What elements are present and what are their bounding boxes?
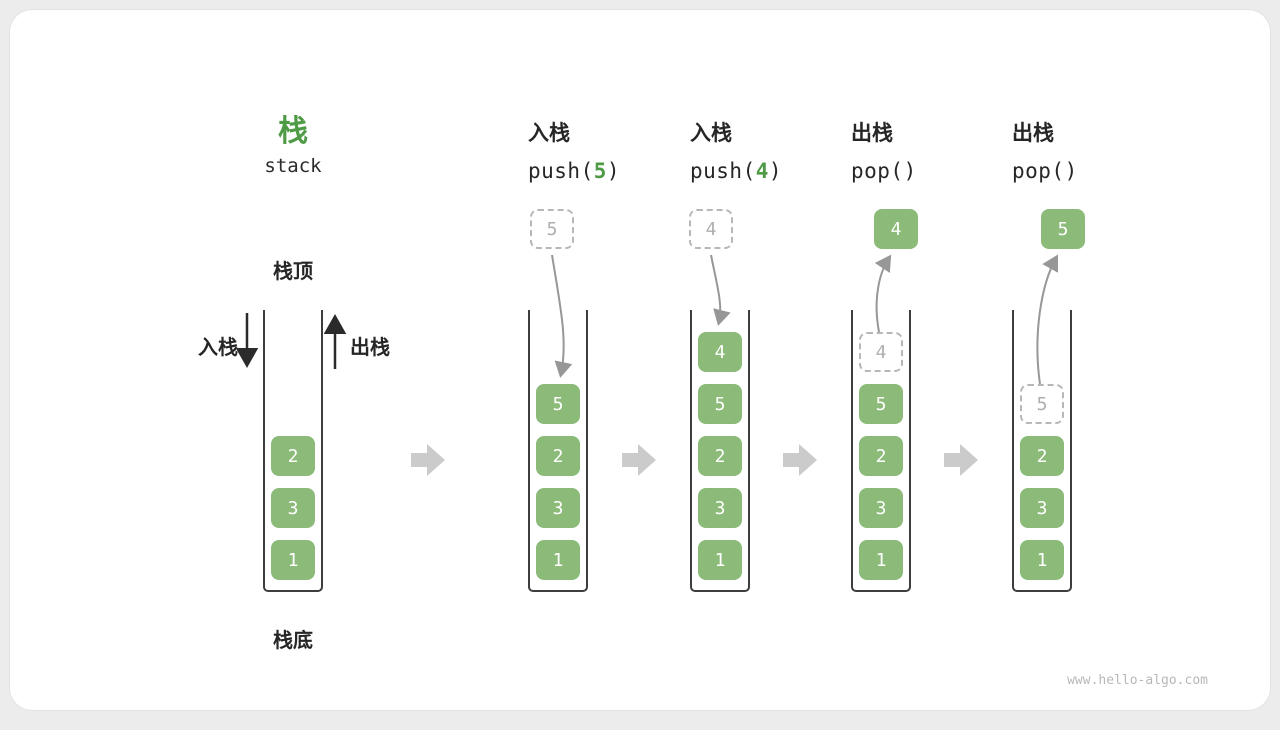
op-label: 入栈 [528,122,570,145]
stack-item: 3 [271,488,315,528]
code-prefix: push( [690,159,756,183]
column-header-push-4: 入栈 push(4) [690,117,860,183]
code-arg: 4 [755,159,769,183]
code-suffix: ) [606,159,621,183]
stack-item: 3 [859,488,903,528]
stack-top-label: 栈顶 [273,261,313,283]
column-header-pop-4: 出栈 pop() [851,117,1021,183]
stack-item-removed: 5 [1020,384,1064,424]
stack-item: 3 [536,488,580,528]
op-label: 出栈 [851,122,893,145]
floating-value-box-popped-4: 4 [874,209,918,249]
stack-container-initial: 2 3 1 [263,310,323,592]
stack-item: 2 [271,436,315,476]
stack-item-removed: 4 [859,332,903,372]
column-header-pop-5: 出栈 pop() [1012,117,1182,183]
step-arrow-icon [411,444,445,476]
op-label: 出栈 [1012,122,1054,145]
stack-item: 1 [859,540,903,580]
stack-item: 2 [536,436,580,476]
stack-container-pop-5: 5 2 3 1 [1012,310,1072,592]
stack-item: 5 [536,384,580,424]
column-header-push-5: 入栈 push(5) [528,117,698,183]
step-arrow-icon [944,444,978,476]
stack-container-push-5: 5 2 3 1 [528,310,588,592]
stack-item: 1 [271,540,315,580]
stack-bottom-label: 栈底 [273,630,313,652]
op-label: 入栈 [690,122,732,145]
op-code: push(5) [528,159,698,183]
floating-value-box-ghost-4: 4 [689,209,733,249]
stack-item: 4 [698,332,742,372]
stack-container-pop-4: 4 5 2 3 1 [851,310,911,592]
stack-item: 5 [698,384,742,424]
stack-container-push-4: 4 5 2 3 1 [690,310,750,592]
step-arrow-icon [783,444,817,476]
floating-value-box-popped-5: 5 [1041,209,1085,249]
code-suffix: ) [1064,159,1078,183]
code-prefix: pop( [1012,159,1065,183]
stack-item: 1 [536,540,580,580]
pop-label: 出栈 [350,337,390,359]
step-arrow-icon [622,444,656,476]
diagram-subtitle: stack [264,155,322,177]
op-code: pop() [1012,159,1182,183]
site-watermark: www.hello-algo.com [1067,673,1208,688]
stack-item: 2 [859,436,903,476]
stack-item: 1 [698,540,742,580]
stack-item: 5 [859,384,903,424]
op-code: push(4) [690,159,860,183]
push-label: 入栈 [198,337,238,359]
op-code: pop() [851,159,1021,183]
diagram-title: 栈 [278,115,308,148]
floating-value-box-ghost-5: 5 [530,209,574,249]
stack-item: 1 [1020,540,1064,580]
diagram-card: 栈 stack 栈顶 栈底 入栈 出栈 入栈 push(5) 入栈 push(4… [10,10,1270,710]
code-suffix: ) [903,159,917,183]
code-suffix: ) [768,159,783,183]
code-prefix: push( [528,159,594,183]
stack-item: 3 [1020,488,1064,528]
code-prefix: pop( [851,159,904,183]
stack-item: 2 [698,436,742,476]
code-arg: 5 [593,159,607,183]
stack-item: 2 [1020,436,1064,476]
stack-item: 3 [698,488,742,528]
